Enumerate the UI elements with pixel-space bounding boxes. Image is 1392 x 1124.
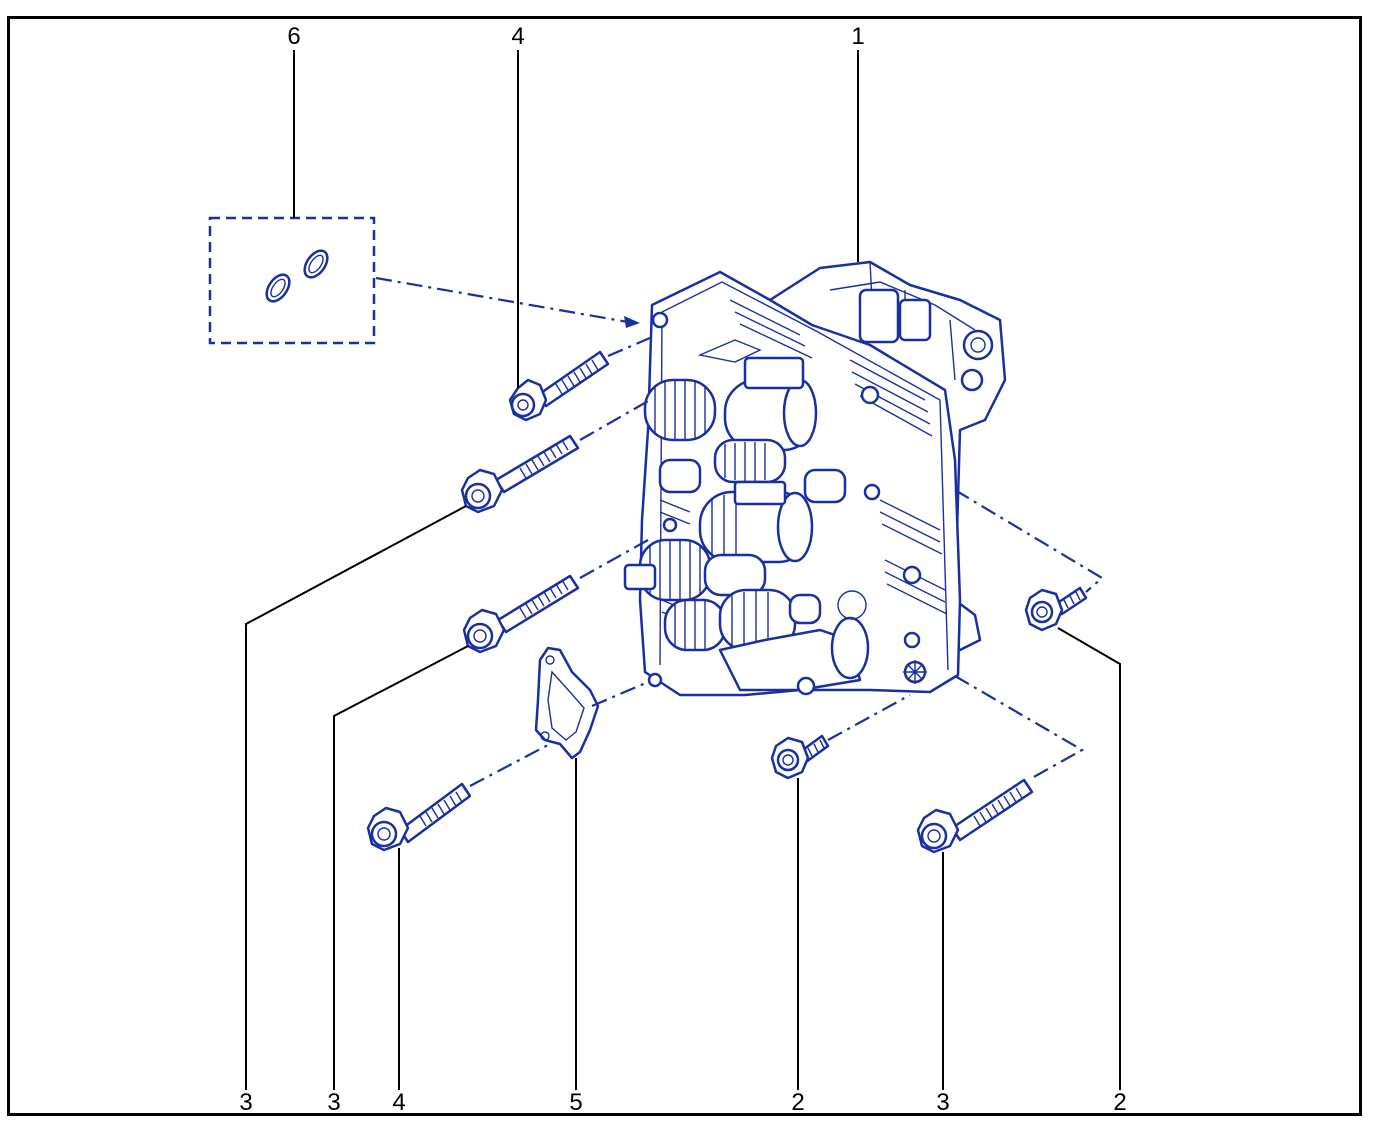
arrow-head-icon bbox=[624, 316, 640, 328]
callout-4-top: 4 bbox=[511, 23, 524, 50]
alignment-lines bbox=[469, 336, 1104, 787]
leader-lines bbox=[245, 50, 1121, 1090]
valve-body-assembly bbox=[623, 260, 1007, 697]
callout-3-c: 3 bbox=[936, 1089, 949, 1116]
o-ring-locator-line bbox=[375, 276, 629, 324]
o-ring-inset-box bbox=[208, 216, 376, 345]
callout-4-bottom: 4 bbox=[392, 1089, 405, 1116]
callout-5: 5 bbox=[569, 1089, 582, 1116]
diagram-frame bbox=[7, 16, 1362, 1116]
gasket bbox=[534, 646, 600, 760]
bolt-4-top bbox=[508, 350, 610, 422]
bolt-3-upper bbox=[460, 434, 580, 514]
callout-2-b: 2 bbox=[1113, 1089, 1126, 1116]
bolt-2-bottom bbox=[770, 734, 830, 780]
bolt-3-middle bbox=[462, 574, 580, 654]
bolt-2-right bbox=[1024, 586, 1088, 632]
callout-2-a: 2 bbox=[791, 1089, 804, 1116]
bolt-4-lower bbox=[366, 782, 472, 852]
bolt-3-lower-right bbox=[916, 778, 1034, 854]
callout-3-a: 3 bbox=[239, 1089, 252, 1116]
callout-6: 6 bbox=[287, 23, 300, 50]
callout-1: 1 bbox=[851, 23, 864, 50]
callout-3-b: 3 bbox=[327, 1089, 340, 1116]
